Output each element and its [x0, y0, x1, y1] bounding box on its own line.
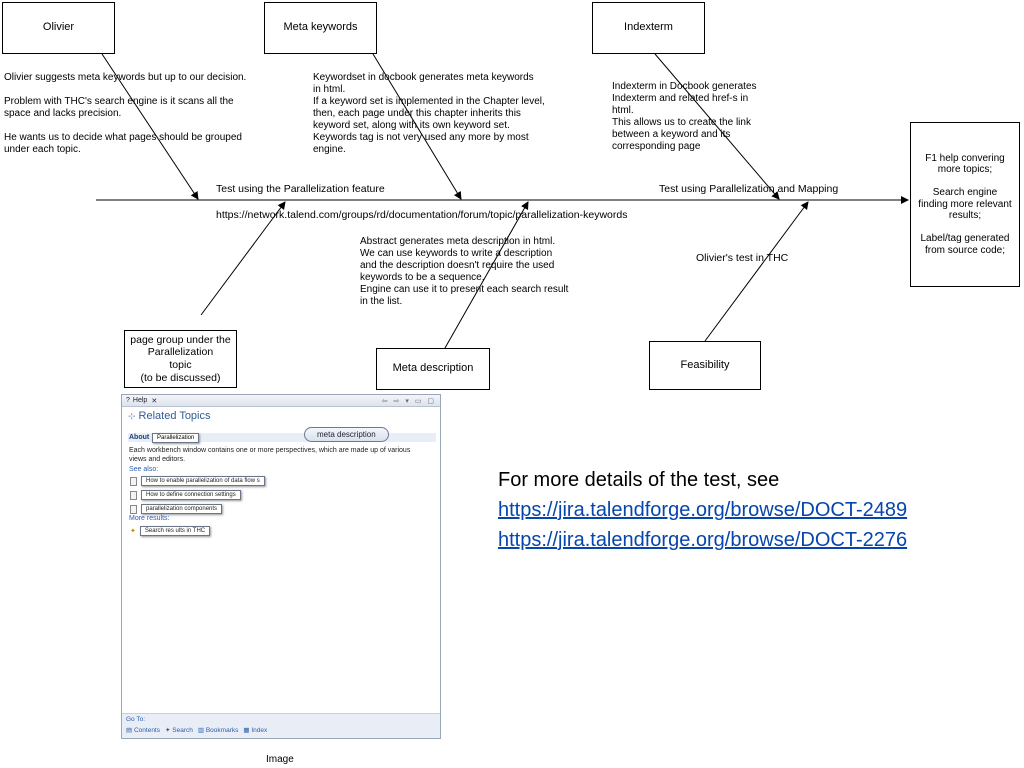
contents-icon: ▤ [126, 727, 133, 734]
related-topics-heading: ⊹ Related Topics [128, 410, 211, 422]
search-result-text: Search res ults in THC [139, 526, 211, 536]
help-description: Each workbench window contains one or mo… [129, 447, 411, 463]
footer-index: ▦ Index [243, 726, 267, 734]
meta-keywords-box-label: Meta keywords [283, 21, 358, 34]
indexterm-connector [654, 53, 780, 200]
window-controls: ⇦ ⇨ ▾ ▭ ▢ [381, 397, 436, 405]
search-result-link: ✦ Search res ults in THC [130, 526, 211, 536]
related-topics-title: Related Topics [138, 410, 211, 422]
link-text: parallelization components [141, 504, 223, 514]
footer-index-label: Index [251, 727, 268, 734]
search-icon: ✦ [130, 528, 136, 535]
meta-description-box-label: Meta description [392, 362, 474, 375]
document-icon [130, 490, 137, 500]
link-text: How to define connection settings [141, 490, 241, 500]
about-bar [128, 433, 436, 442]
bookmark-icon: ▥ [197, 727, 205, 734]
help-icon: ? [126, 397, 130, 404]
search-icon: ✦ [165, 727, 171, 734]
help-window-image: ? Help ✕ ⇦ ⇨ ▾ ▭ ▢ ⊹ Related Topics Abou… [121, 394, 441, 739]
olivier-box-label: Olivier [42, 21, 75, 34]
about-label: About [129, 434, 150, 441]
meta-keywords-box: Meta keywords [264, 2, 377, 54]
olivier-connector [101, 53, 199, 200]
footer-search: ✦ Search [165, 726, 193, 734]
meta-description-box: Meta description [376, 348, 490, 390]
footer-search-label: Search [172, 727, 193, 734]
meta-keywords-note: Keywordset in docbook generates meta key… [313, 72, 545, 155]
footer-contents: ▤ Contents [126, 726, 160, 734]
see-also-link: How to enable parallelization of data fl… [130, 476, 265, 486]
olivier-note: Olivier suggests meta keywords but up to… [4, 72, 247, 155]
page-group-connector [200, 201, 286, 316]
footer-bookmarks: ▥ Bookmarks [198, 726, 238, 734]
goto-bar [122, 713, 440, 738]
meta-keywords-connector [372, 53, 462, 200]
test-parallelization-label: Test using the Parallelization feature [216, 183, 385, 195]
index-icon: ▦ [243, 727, 250, 734]
indexterm-box-label: Indexterm [624, 21, 673, 34]
go-to-label: Go To: [126, 716, 146, 723]
result-box-label: F1 help convering more topics; Search en… [918, 152, 1012, 256]
meta-description-note: Abstract generates meta description in h… [360, 236, 569, 307]
see-also-label: See also: [129, 466, 159, 473]
details-section: For more details of the test, see https:… [498, 465, 907, 555]
link-text: How to enable parallelization of data fl… [141, 476, 265, 486]
indexterm-note: Indexterm in Docbook generates Indexterm… [612, 81, 757, 152]
feasibility-box: Feasibility [649, 341, 761, 390]
indexterm-box: Indexterm [592, 2, 705, 54]
tab-close-icon: ✕ [151, 397, 158, 405]
footer-bookmarks-label: Bookmarks [205, 727, 239, 734]
feasibility-connector [704, 201, 809, 342]
olivier-box: Olivier [2, 2, 115, 54]
see-also-link: parallelization components [130, 504, 223, 514]
document-icon [130, 504, 137, 514]
result-box: F1 help convering more topics; Search en… [910, 122, 1020, 287]
see-also-link: How to define connection settings [130, 490, 241, 500]
olivier-test-label: Olivier's test in THC [696, 252, 789, 264]
meta-description-connector [444, 201, 529, 349]
image-caption: Image [266, 754, 294, 765]
jira-link-2276[interactable]: https://jira.talendforge.org/browse/DOCT… [498, 529, 908, 551]
related-topics-icon: ⊹ [128, 410, 136, 421]
feasibility-box-label: Feasibility [680, 358, 730, 371]
help-titlebar: ? Help ✕ ⇦ ⇨ ▾ ▭ ▢ [122, 395, 440, 407]
meta-description-callout: meta description [304, 427, 389, 442]
more-results-label: More results: [129, 515, 170, 522]
page-group-box: page group under the Parallelization top… [124, 330, 237, 388]
document-icon [130, 476, 137, 486]
test-url-label: https://network.talend.com/groups/rd/doc… [216, 209, 628, 221]
help-footer: ▤ Contents ✦ Search ▥ Bookmarks ▦ Index [126, 726, 267, 734]
page-group-box-label: page group under the Parallelization top… [130, 333, 231, 384]
footer-contents-label: Contents [133, 727, 160, 734]
details-intro: For more details of the test, see [498, 469, 780, 491]
jira-link-2489[interactable]: https://jira.talendforge.org/browse/DOCT… [498, 499, 908, 521]
about-popup: Parallelization [152, 433, 200, 443]
test-mapping-label: Test using Parallelization and Mapping [659, 183, 839, 195]
help-tab-title: Help [132, 397, 148, 404]
